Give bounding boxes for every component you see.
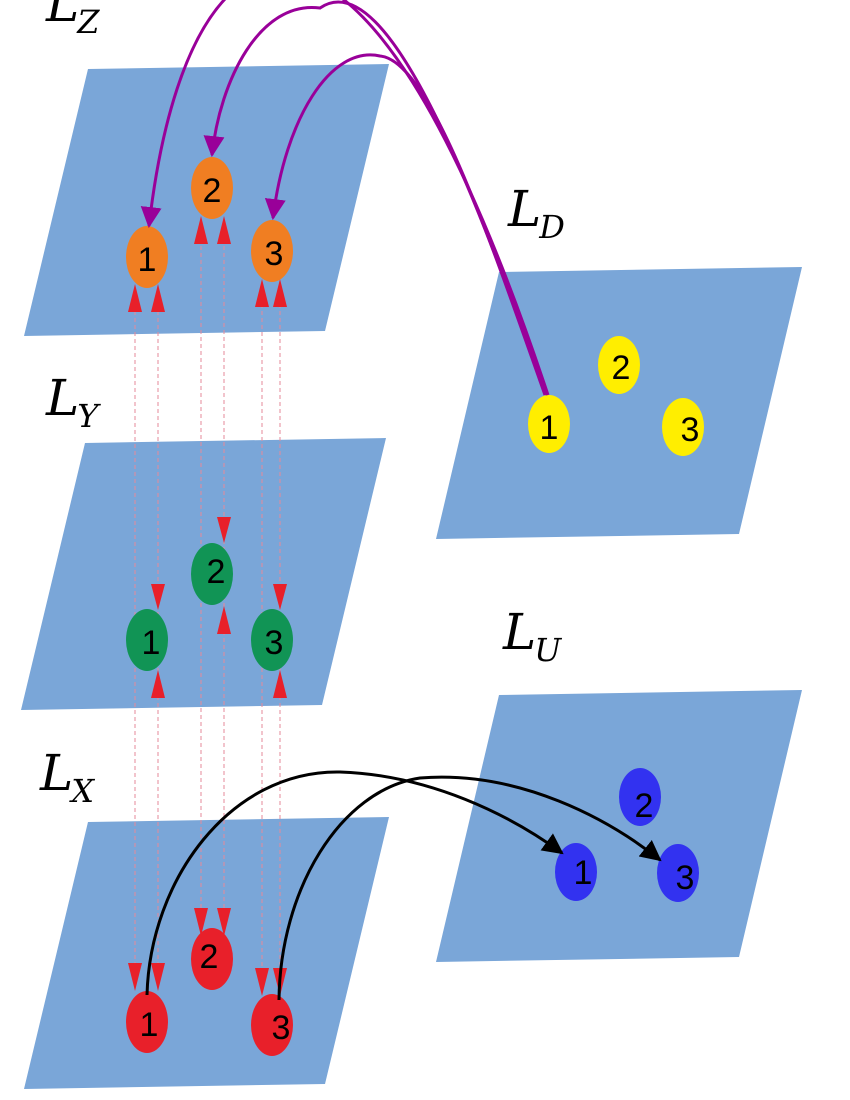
node-label: 1 bbox=[574, 854, 593, 892]
node-LY-3 bbox=[251, 609, 293, 671]
black-links bbox=[145, 770, 662, 1001]
marker-down bbox=[151, 963, 165, 991]
node-LU-3 bbox=[657, 844, 699, 902]
node-LY-2 bbox=[191, 543, 233, 605]
marker-up bbox=[273, 670, 287, 698]
node-label: 1 bbox=[140, 1006, 159, 1044]
marker-up bbox=[217, 606, 231, 634]
purple-links bbox=[140, 0, 550, 396]
marker-up bbox=[255, 279, 269, 307]
layer-label-LU: LU bbox=[502, 603, 562, 669]
node-label: 3 bbox=[265, 235, 284, 273]
node-label: 3 bbox=[681, 411, 700, 449]
link-LX1-LU1 bbox=[145, 770, 564, 996]
marker-up bbox=[128, 284, 142, 312]
node-label: 1 bbox=[142, 624, 161, 662]
marker-down bbox=[151, 584, 165, 610]
layer-LU-nodes: 1 2 3 bbox=[555, 768, 699, 902]
layer-LD-nodes: 1 2 3 bbox=[528, 336, 704, 456]
node-label: 2 bbox=[203, 172, 222, 210]
node-label: 2 bbox=[207, 553, 226, 591]
marker-down bbox=[255, 968, 269, 996]
link-LD1-LZ3 bbox=[264, 53, 547, 396]
layer-LZ-nodes: 1 2 3 bbox=[126, 157, 293, 288]
node-label: 2 bbox=[200, 938, 219, 976]
node-label: 3 bbox=[272, 1009, 291, 1047]
node-LX-1 bbox=[126, 991, 168, 1053]
marker-down bbox=[194, 908, 208, 936]
node-label: 1 bbox=[138, 241, 157, 279]
node-label: 3 bbox=[265, 624, 284, 662]
node-label: 3 bbox=[676, 859, 695, 897]
plane-LU bbox=[436, 690, 802, 962]
node-LY-1 bbox=[126, 609, 168, 671]
marker-down bbox=[273, 584, 287, 610]
node-LZ-1 bbox=[126, 226, 168, 288]
link-LX3-LU3 bbox=[277, 775, 662, 1001]
marker-down bbox=[128, 963, 142, 991]
layer-label-LY: LY bbox=[45, 369, 101, 435]
layer-label-LX: LX bbox=[39, 744, 95, 810]
node-LZ-3 bbox=[251, 220, 293, 282]
node-LU-2 bbox=[619, 768, 661, 826]
node-LD-1 bbox=[528, 395, 570, 453]
marker-up bbox=[217, 216, 231, 244]
node-label: 2 bbox=[635, 787, 654, 825]
marker-up bbox=[151, 284, 165, 312]
node-LZ-2 bbox=[191, 157, 233, 219]
node-LX-3 bbox=[251, 994, 293, 1056]
layer-LX-nodes: 1 2 3 bbox=[126, 928, 293, 1056]
node-LD-3 bbox=[662, 398, 704, 456]
node-LX-2 bbox=[191, 928, 233, 990]
layer-label-LD: LD bbox=[507, 180, 565, 246]
node-label: 1 bbox=[540, 409, 559, 447]
layer-label-LZ: LZ bbox=[45, 0, 100, 41]
marker-down bbox=[217, 908, 231, 936]
layer-LY-nodes: 1 2 3 bbox=[126, 543, 293, 671]
marker-triangles bbox=[128, 216, 287, 996]
node-LU-1 bbox=[555, 843, 597, 901]
plane-LD bbox=[436, 267, 802, 539]
marker-down bbox=[217, 517, 231, 543]
marker-up bbox=[194, 216, 208, 244]
marker-up bbox=[151, 670, 165, 698]
marker-up bbox=[273, 279, 287, 307]
node-LD-2 bbox=[598, 336, 640, 394]
node-label: 2 bbox=[612, 349, 631, 387]
